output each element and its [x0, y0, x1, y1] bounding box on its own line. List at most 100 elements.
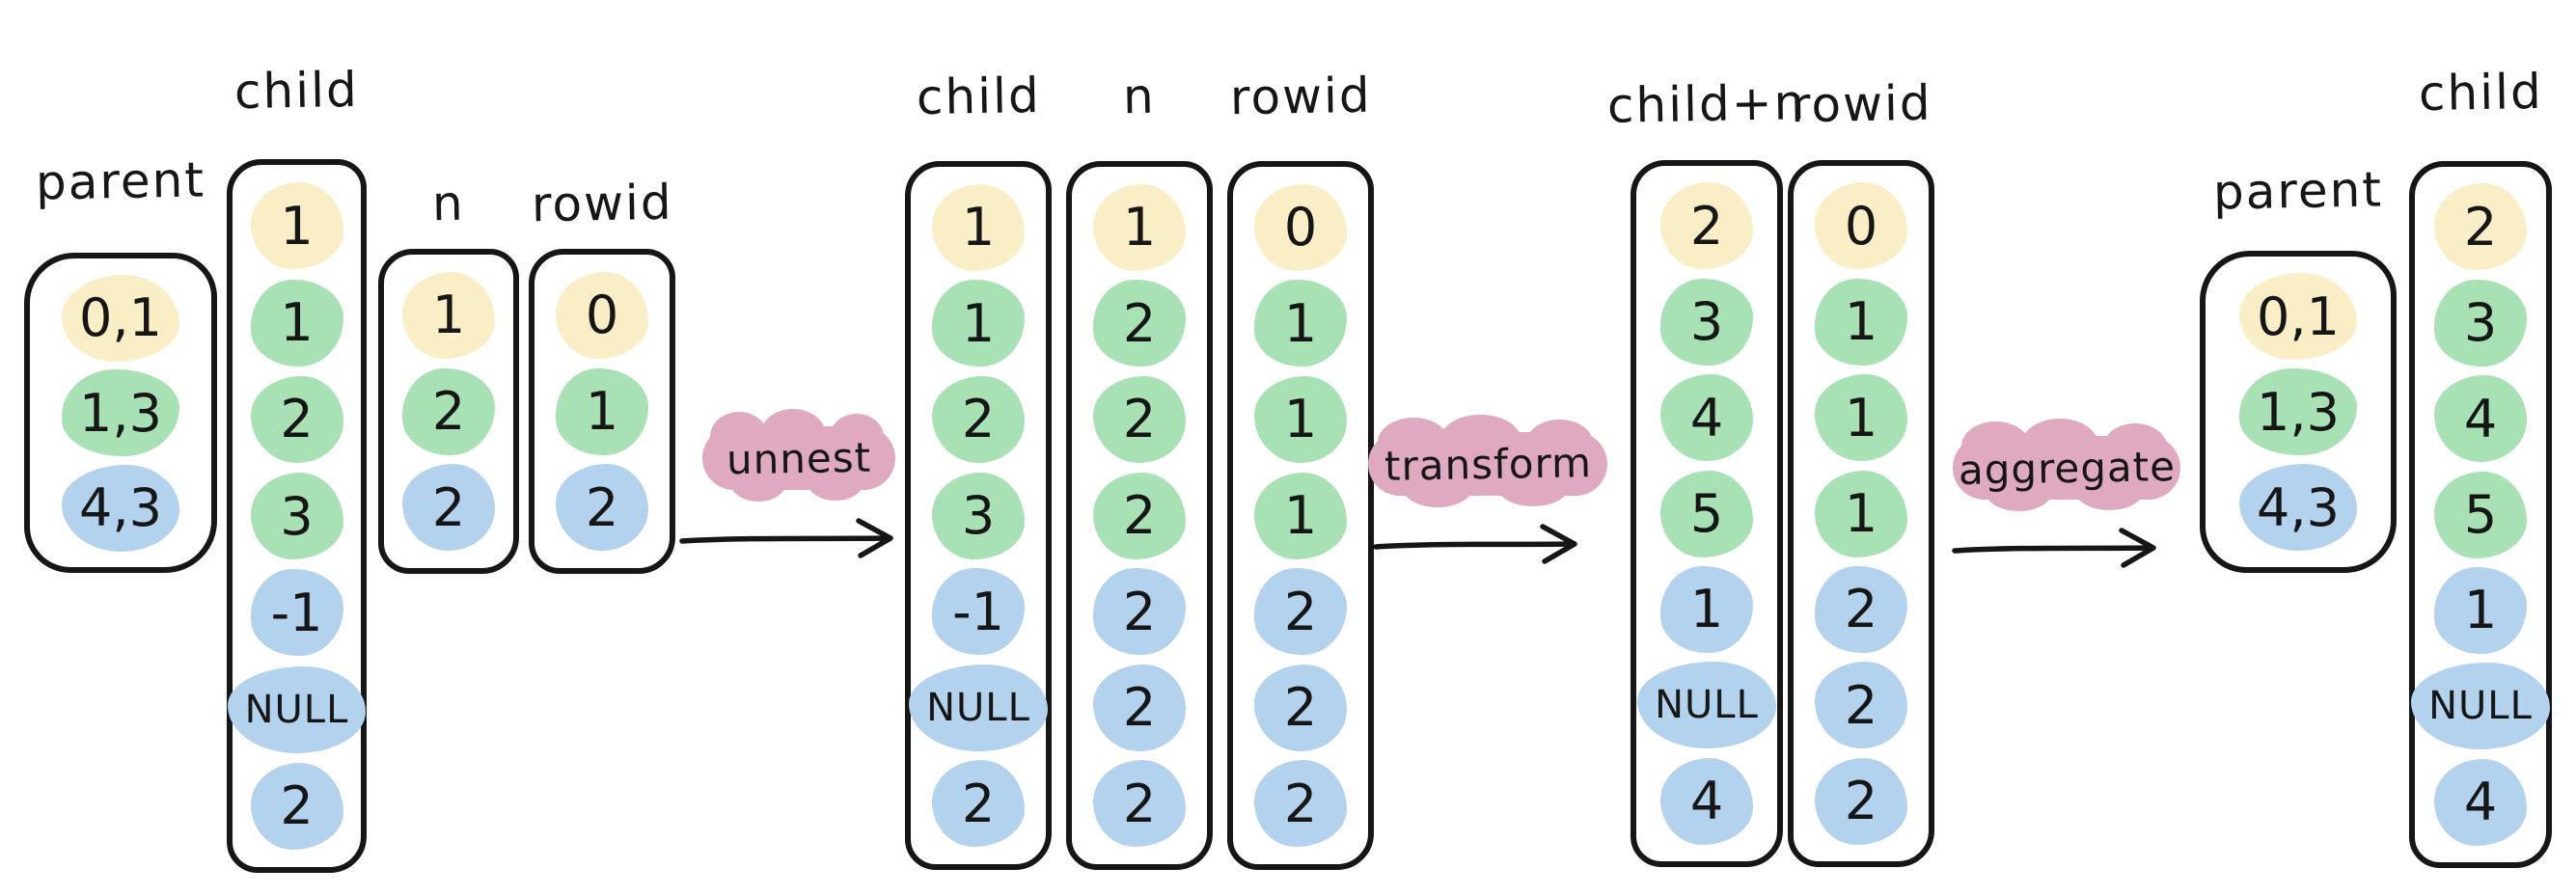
column-box: 1 2 2	[378, 249, 519, 574]
column-box: 1 1 2 3 -1 NULL 2	[905, 161, 1052, 870]
cell-blob: 3	[2434, 279, 2527, 367]
cell-blob: NULL	[227, 665, 367, 753]
column-label-rowid: rowid	[1229, 67, 1372, 126]
cell-blob: 2	[1093, 375, 1186, 463]
stage4-child-table: child 2 3 4 5 1 NULL 4	[2409, 63, 2552, 868]
column-box: 2 3 4 5 1 NULL 4	[2409, 161, 2552, 868]
stage4-parent-table: parent 0,1 1,3 4,3	[2200, 161, 2397, 573]
column-box: 2 3 4 5 1 NULL 4	[1631, 160, 1783, 867]
cell-blob: -1	[250, 569, 343, 657]
cell-blob: 1,3	[62, 369, 179, 456]
stage2-rowid-table: rowid 0 1 1 1 2 2 2	[1227, 67, 1374, 870]
cell-blob: 2	[1815, 565, 1907, 653]
operation-cloud: transform	[1368, 414, 1607, 507]
column-label-parent: parent	[35, 151, 206, 211]
column-box: 0,1 1,3 4,3	[2200, 251, 2397, 573]
cloud-bump	[1961, 421, 2031, 472]
stage1-parent-table: parent 0,1 1,3 4,3	[24, 151, 217, 573]
cell-blob: 5	[1660, 470, 1753, 557]
cell-blob: 1	[250, 182, 343, 270]
cell-blob: 2	[402, 367, 495, 455]
cloud-bump	[729, 459, 787, 502]
cell-blob: -1	[932, 568, 1025, 656]
cell-blob: 4	[2434, 375, 2527, 463]
column-box: 0 1 1 1 2 2 2	[1788, 160, 1934, 867]
cloud-bump	[2075, 470, 2145, 510]
operation-transform: transform	[1368, 414, 1607, 565]
cell-blob: 1	[1660, 565, 1753, 653]
stage2-child-table: child 1 1 2 3 -1 NULL 2	[905, 67, 1052, 870]
cell-blob: 2	[1815, 757, 1907, 845]
cell-blob: 2	[1093, 280, 1186, 367]
cell-blob: 3	[1660, 278, 1753, 366]
cell-blob: 2	[556, 464, 648, 552]
cell-blob: 2	[2434, 183, 2527, 271]
cell-blob: NULL	[909, 664, 1048, 751]
cell-blob: 3	[250, 473, 343, 559]
cell-blob: 2	[1093, 568, 1186, 656]
cell-blob: 2	[932, 760, 1025, 848]
column-label-parent: parent	[2212, 161, 2384, 221]
cloud-bump	[830, 413, 884, 461]
cell-blob: 0	[1815, 182, 1907, 270]
cell-blob: 3	[932, 472, 1025, 559]
cell-blob: 1	[402, 271, 495, 359]
cell-blob: 1	[1254, 280, 1347, 367]
cell-blob: 4	[1660, 757, 1753, 845]
operation-cloud: unnest	[702, 408, 895, 502]
cell-blob: 4	[1660, 374, 1753, 462]
cell-blob: 4,3	[62, 464, 179, 552]
stage3-rowid-table: rowid 0 1 1 1 2 2 2	[1788, 74, 1934, 867]
cell-blob: 0	[556, 271, 648, 359]
column-box: 0,1 1,3 4,3	[24, 253, 217, 573]
column-box: 1 2 2 2 2 2 2	[1066, 161, 1213, 870]
operation-aggregate: aggregate	[1952, 418, 2180, 569]
stage3-child-plus-n-table: child+n 2 3 4 5 1 NULL 4	[1606, 74, 1807, 867]
cell-blob: 2	[250, 762, 343, 850]
cell-blob: 5	[2434, 471, 2527, 558]
operation-label: transform	[1384, 438, 1592, 490]
cell-blob: 1	[250, 279, 343, 367]
stage1-child-table: child 1 1 2 3 -1 NULL 2	[227, 61, 367, 873]
cell-blob: 2	[250, 375, 343, 463]
cell-blob: 4,3	[2239, 464, 2357, 551]
column-box: 0 1 1 1 2 2 2	[1227, 161, 1374, 870]
cell-blob: 2	[1093, 760, 1186, 848]
cloud-bump	[1377, 418, 1450, 468]
cell-blob: 1	[1815, 278, 1907, 366]
column-label-rowid: rowid	[1790, 74, 1932, 134]
cloud-bump	[1401, 465, 1474, 507]
cell-blob: 1	[1254, 375, 1347, 463]
cell-blob: 0,1	[2239, 273, 2357, 360]
cloud-bump	[760, 408, 826, 462]
cell-blob: 4	[2434, 758, 2527, 846]
cell-blob: 1	[1815, 470, 1907, 557]
cell-blob: 2	[402, 464, 495, 552]
column-box: 0 1 2	[529, 249, 675, 574]
column-label-child-plus-n: child+n	[1606, 74, 1807, 134]
column-label-child: child	[916, 67, 1041, 126]
operation-unnest: unnest	[679, 408, 895, 559]
operation-label: unnest	[726, 433, 872, 483]
cell-blob: 2	[1254, 568, 1347, 656]
cloud-bump	[1496, 466, 1570, 506]
stage2-n-table: n 1 2 2 2 2 2 2	[1066, 68, 1213, 870]
column-label-child: child	[2418, 63, 2543, 122]
arrow-icon	[1373, 524, 1577, 564]
stage1-rowid-table: rowid 0 1 2	[529, 175, 675, 574]
cell-blob: 1	[932, 183, 1025, 271]
operation-label: aggregate	[1958, 442, 2176, 494]
cloud-bump	[710, 412, 768, 462]
cell-blob: 0	[1254, 183, 1347, 271]
cell-blob: 1	[1254, 472, 1347, 559]
cell-blob: 2	[1093, 664, 1186, 751]
cell-blob: 2	[1254, 664, 1347, 751]
cell-blob: 1	[556, 367, 648, 455]
column-label-child: child	[233, 61, 360, 121]
cell-blob: NULL	[2411, 663, 2550, 750]
cloud-bump	[1525, 419, 1594, 467]
cell-blob: 2	[932, 375, 1025, 463]
cloud-bump	[1985, 469, 2053, 511]
cell-blob: 1	[2434, 566, 2527, 654]
cell-blob: 1,3	[2239, 368, 2357, 455]
